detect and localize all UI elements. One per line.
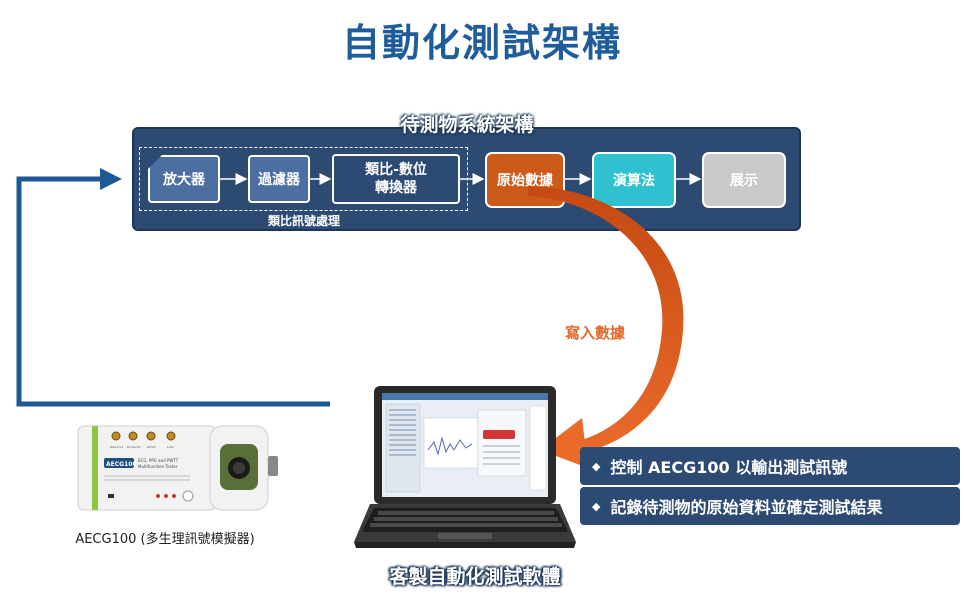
feedback-loop-arrowhead (100, 168, 122, 190)
device-port-3: PA/V3 (147, 445, 156, 449)
dut-title: 待測物系統架構 (400, 114, 534, 136)
device-port-2: RL/LA/V2 (127, 445, 141, 449)
adc-label-line1: 類比-數位 (365, 162, 427, 178)
device-port-4: LA/V (167, 445, 175, 449)
page-title: 自動化測試架構 (341, 21, 622, 65)
raw-data-label: 原始數據 (497, 173, 553, 189)
filter-block: 過濾器 (248, 155, 310, 203)
analog-processing-label: 類比訊號處理 (267, 214, 340, 228)
device-brand: AECG100 (106, 461, 137, 468)
adc-block: 類比-數位 轉換器 (332, 154, 460, 204)
laptop-image (354, 386, 576, 548)
display-block: 展示 (702, 152, 786, 208)
diamond-bullet-icon: ◆ (592, 459, 601, 473)
filter-label: 過濾器 (258, 172, 300, 188)
amplifier-label: 放大器 (163, 172, 205, 188)
feature-item-control: ◆ 控制 AECG100 以輸出測試訊號 (580, 447, 960, 485)
write-data-arrowhead (540, 418, 588, 468)
device-caption: AECG100 (多生理訊號模擬器) (75, 532, 255, 547)
display-label: 展示 (730, 173, 758, 189)
amplifier-block: 放大器 (148, 155, 220, 203)
diamond-bullet-icon: ◆ (592, 499, 601, 513)
feedback-loop-line (16, 176, 330, 407)
algorithm-block: 演算法 (592, 152, 676, 208)
aecg100-device-image: RA/LL/V1 RL/LA/V2 PA/V3 LA/V AECG100 ECG… (77, 425, 278, 511)
write-data-label: 寫入數據 (564, 324, 625, 342)
device-subtitle-1: ECG, PPG and PWTT (138, 458, 179, 463)
feature-item-record: ◆ 記錄待測物的原始資料並確定測試結果 (580, 487, 960, 525)
algorithm-label: 演算法 (613, 173, 655, 189)
device-subtitle-2: Multifunction Tester (138, 464, 178, 469)
feature-text-record: 記錄待測物的原始資料並確定測試結果 (610, 498, 883, 517)
feature-text-control: 控制 AECG100 以輸出測試訊號 (610, 458, 848, 477)
adc-label-line2: 轉換器 (375, 180, 417, 196)
write-data-curve (528, 186, 684, 455)
software-title: 客製自動化測試軟體 (389, 566, 561, 588)
device-port-1: RA/LL/V1 (110, 445, 123, 449)
